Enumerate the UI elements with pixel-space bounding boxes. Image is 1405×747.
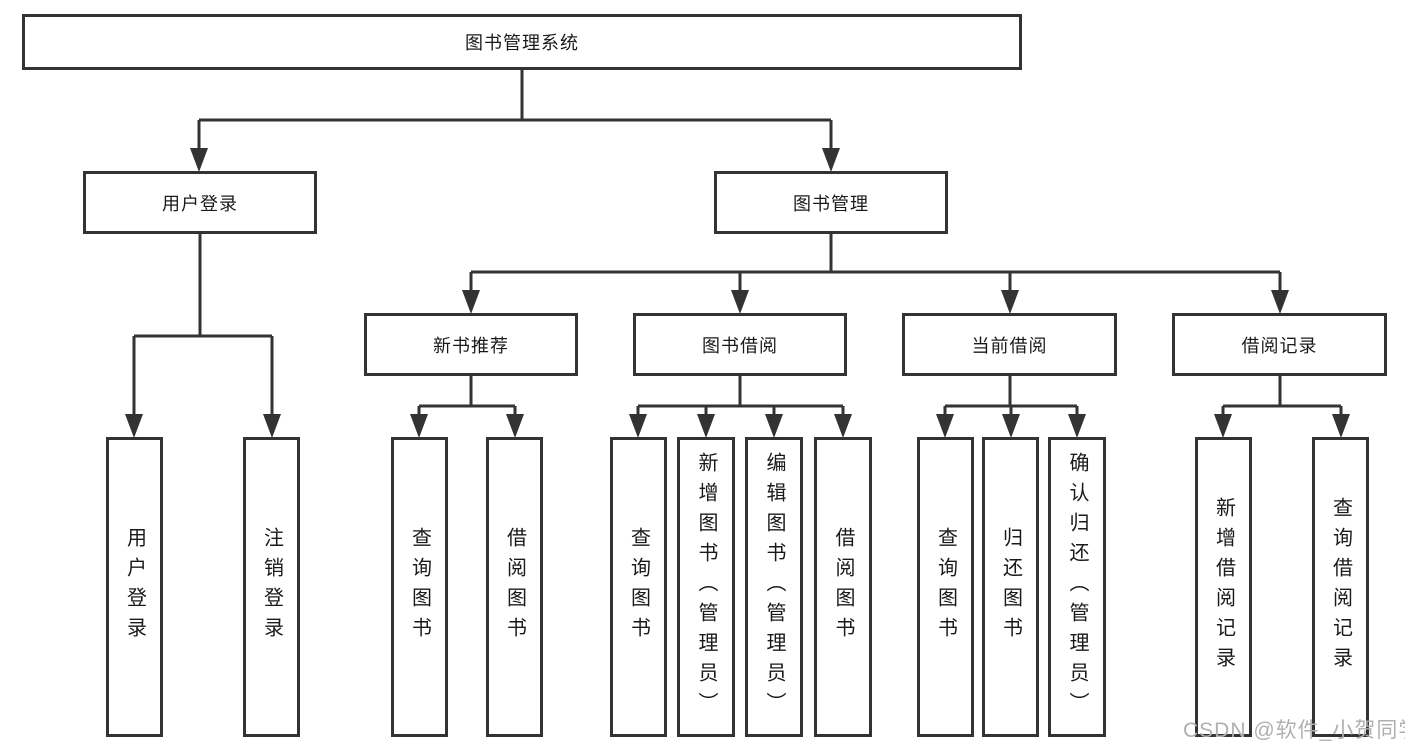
connector-root-to-level2 (197, 70, 833, 168)
connector-user-login-to-leaves (132, 234, 274, 434)
leaf-borrowing-add-book-admin: 新增图书（管理员） (677, 437, 735, 737)
node-borrowing-records: 借阅记录 (1172, 313, 1387, 376)
leaf-borrowing-edit-book-admin: 编辑图书（管理员） (745, 437, 803, 737)
connector-borrowing-to-leaves (636, 376, 845, 434)
connector-new-books-to-leaves (417, 376, 517, 434)
leaf-newbooks-borrow-book: 借阅图书 (486, 437, 543, 737)
node-book-borrowing: 图书借阅 (633, 313, 847, 376)
arrowheads (125, 148, 1350, 438)
node-user-login: 用户登录 (83, 171, 317, 234)
connector-records-to-leaves (1221, 376, 1343, 434)
leaf-user-login: 用户登录 (106, 437, 163, 737)
leaf-current-query-book: 查询图书 (917, 437, 974, 737)
leaf-logout: 注销登录 (243, 437, 300, 737)
leaf-records-add-record: 新增借阅记录 (1195, 437, 1252, 737)
leaf-current-confirm-return-admin: 确认归还（管理员） (1048, 437, 1106, 737)
csdn-watermark: CSDN @软件_小贺同学 (1183, 719, 1405, 742)
leaf-current-return-book: 归还图书 (982, 437, 1039, 737)
connector-book-management-to-level3 (469, 234, 1282, 310)
node-new-book-recommendation: 新书推荐 (364, 313, 578, 376)
node-book-management: 图书管理 (714, 171, 948, 234)
leaf-borrowing-borrow-book: 借阅图书 (814, 437, 872, 737)
leaf-borrowing-query-book: 查询图书 (610, 437, 667, 737)
leaf-records-query-record: 查询借阅记录 (1312, 437, 1369, 737)
node-current-borrowing: 当前借阅 (902, 313, 1117, 376)
leaf-newbooks-query-book: 查询图书 (391, 437, 448, 737)
node-library-management-system: 图书管理系统 (22, 14, 1022, 70)
